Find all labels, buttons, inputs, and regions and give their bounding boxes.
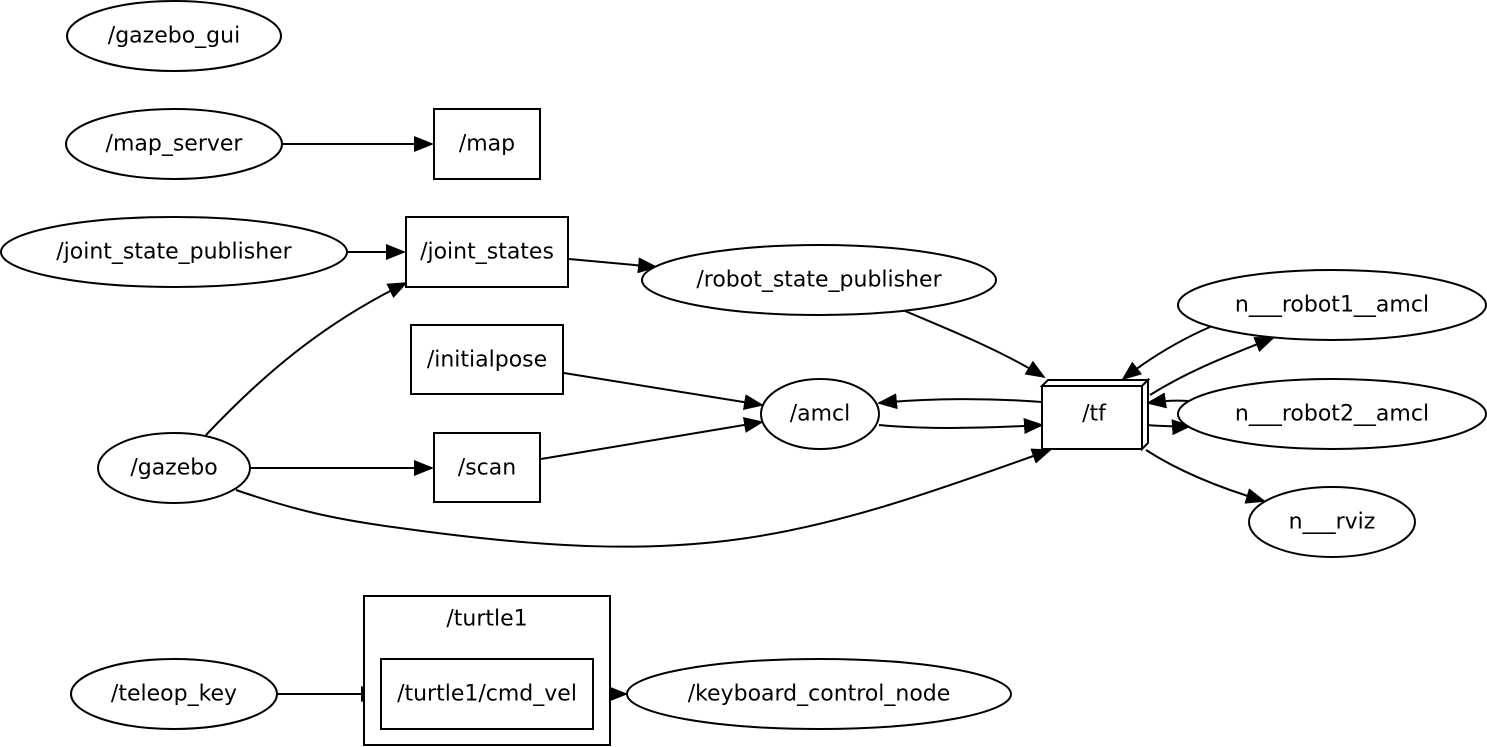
topic-turtle1-cmd-vel-label: /turtle1/cmd_vel xyxy=(397,682,577,707)
edge-amcl-to-tf xyxy=(878,418,1044,435)
node-rviz[interactable]: n___rviz xyxy=(1248,486,1416,558)
edges xyxy=(205,136,1275,702)
node-gazebo-gui-label: /gazebo_gui xyxy=(108,24,240,49)
node-robot1-amcl-label: n___robot1__amcl xyxy=(1235,293,1429,318)
edge-gazebo-to-joint-states xyxy=(205,282,408,436)
topic-tf-label: /tf xyxy=(1082,402,1107,427)
node-robot2-amcl-label: n___robot2__amcl xyxy=(1235,402,1429,427)
node-gazebo-label: /gazebo xyxy=(130,456,217,481)
edge-initialpose-to-amcl xyxy=(563,372,764,411)
edge-gazebo-to-tf xyxy=(235,448,1052,548)
topic-joint-states-label: /joint_states xyxy=(420,240,554,265)
node-keyboard-control-node[interactable]: /keyboard_control_node xyxy=(626,658,1012,730)
node-keyboard-control-node-label: /keyboard_control_node xyxy=(688,682,951,707)
edge-tf-to-amcl xyxy=(877,393,1043,410)
node-robot1-amcl[interactable]: n___robot1__amcl xyxy=(1177,269,1487,341)
node-map-server[interactable]: /map_server xyxy=(65,108,283,180)
topic-initialpose-label: /initialpose xyxy=(427,348,547,373)
edge-robot-state-publisher-to-tf xyxy=(904,310,1046,379)
node-joint-state-publisher[interactable]: /joint_state_publisher xyxy=(0,216,348,288)
node-robot2-amcl[interactable]: n___robot2__amcl xyxy=(1177,378,1487,450)
topic-turtle1-cmd-vel[interactable]: /turtle1/cmd_vel xyxy=(380,658,594,730)
edge-tf-to-robot2-amcl xyxy=(1145,419,1192,436)
node-gazebo[interactable]: /gazebo xyxy=(97,432,251,504)
node-rviz-label: n___rviz xyxy=(1289,510,1376,535)
edge-robot2-amcl-to-tf xyxy=(1146,392,1189,409)
edge-tf-to-robot1-amcl xyxy=(1149,337,1275,396)
topic-joint-states[interactable]: /joint_states xyxy=(405,216,569,288)
node-robot-state-publisher-label: /robot_state_publisher xyxy=(696,268,942,293)
edge-tf-to-rviz xyxy=(1145,449,1266,504)
node-map-server-label: /map_server xyxy=(106,132,244,157)
node-robot-state-publisher[interactable]: /robot_state_publisher xyxy=(641,244,997,316)
edge-joint-states-to-robot-state-publisher xyxy=(568,257,658,274)
topic-map[interactable]: /map xyxy=(433,108,541,180)
edge-scan-to-amcl xyxy=(540,417,764,460)
node-teleop-key-label: /teleop_key xyxy=(111,682,237,707)
topic-initialpose[interactable]: /initialpose xyxy=(410,324,564,395)
topic-tf[interactable]: /tf xyxy=(1039,377,1151,452)
node-joint-state-publisher-label: /joint_state_publisher xyxy=(56,240,292,265)
cluster-turtle1-label: /turtle1 xyxy=(446,607,527,632)
topic-scan-label: /scan xyxy=(458,456,516,481)
node-teleop-key[interactable]: /teleop_key xyxy=(70,658,278,730)
node-amcl-label: /amcl xyxy=(790,402,851,427)
topic-scan[interactable]: /scan xyxy=(433,432,541,503)
topic-map-label: /map xyxy=(459,132,515,157)
node-gazebo-gui[interactable]: /gazebo_gui xyxy=(66,0,282,72)
edge-robot1-amcl-to-tf xyxy=(1121,326,1211,381)
node-amcl[interactable]: /amcl xyxy=(760,378,880,450)
